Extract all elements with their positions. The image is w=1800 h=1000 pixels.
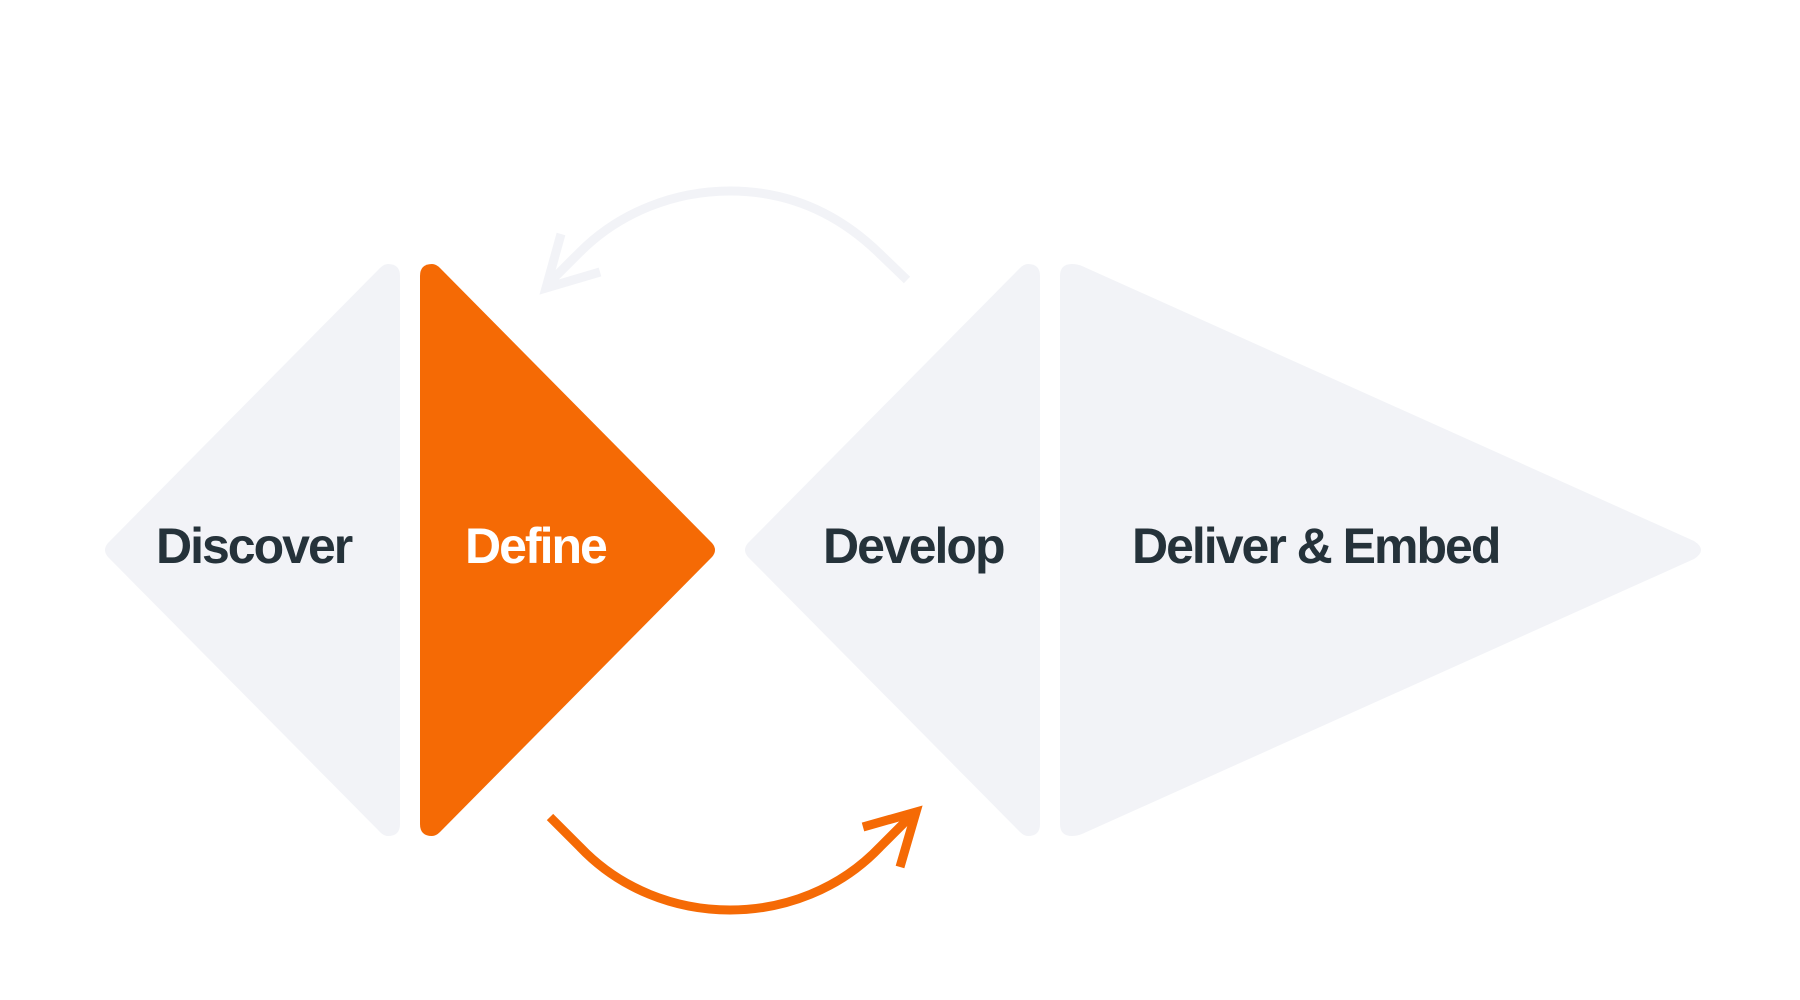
arrow-head-icon bbox=[539, 232, 602, 295]
stage-shape-discover[interactable] bbox=[105, 264, 400, 836]
stage-label-deliver-embed: Deliver & Embed bbox=[1132, 518, 1499, 574]
stage-shape-deliver-embed[interactable] bbox=[1060, 264, 1701, 836]
proceed-forward-arrow bbox=[546, 805, 923, 915]
stage-shape-define[interactable] bbox=[420, 264, 715, 836]
stage-shape-develop[interactable] bbox=[745, 264, 1040, 836]
iterate-back-arrow bbox=[539, 186, 911, 295]
iterate-back-arrow-shaft bbox=[544, 186, 911, 288]
stage-label-discover: Discover bbox=[156, 518, 353, 574]
arrow-head-icon bbox=[861, 805, 923, 869]
stage-label-develop: Develop bbox=[823, 518, 1004, 574]
stage-label-define: Define bbox=[465, 518, 607, 574]
proceed-forward-arrow-shaft bbox=[546, 809, 918, 915]
